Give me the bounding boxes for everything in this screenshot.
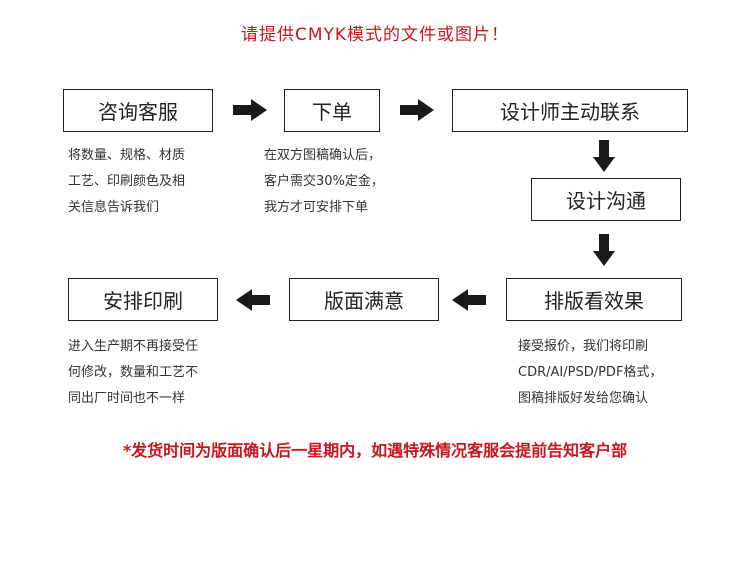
arrow-down-icon bbox=[593, 140, 615, 172]
arrow-left-icon bbox=[236, 289, 270, 311]
step-order-label: 下单 bbox=[312, 100, 352, 124]
step-order-box: 下单 bbox=[284, 89, 380, 132]
top-note: 请提供CMYK模式的文件或图片！ bbox=[240, 25, 510, 45]
arrow-right-icon bbox=[400, 99, 434, 121]
step-designer-contact-box: 设计师主动联系 bbox=[452, 89, 688, 132]
step-design-communicate-box: 设计沟通 bbox=[531, 178, 681, 221]
step-arrange-print-box: 安排印刷 bbox=[68, 278, 218, 321]
step-layout-effect-box: 排版看效果 bbox=[506, 278, 682, 321]
step-arrange-print-desc: 进入生产期不再接受任 何修改，数量和工艺不 同出厂时间也不一样 bbox=[68, 339, 199, 406]
step-layout-satisfied-label: 版面满意 bbox=[324, 289, 404, 313]
step-layout-effect-desc: 接受报价，我们将印刷 CDR/AI/PSD/PDF格式， 图稿排版好发给您确认 bbox=[518, 339, 663, 406]
step-designer-contact-label: 设计师主动联系 bbox=[500, 100, 640, 124]
arrow-down-icon bbox=[593, 234, 615, 266]
arrow-right-icon bbox=[233, 99, 267, 121]
step-consult-box: 咨询客服 bbox=[63, 89, 213, 132]
step-order-desc: 在双方图稿确认后， 客户需交30%定金， 我方才可安排下单 bbox=[264, 148, 384, 215]
step-design-communicate-label: 设计沟通 bbox=[566, 189, 646, 213]
step-arrange-print-label: 安排印刷 bbox=[103, 289, 183, 313]
bottom-note: *发货时间为版面确认后一星期内，如遇特殊情况客服会提前告知客户部 bbox=[122, 441, 628, 460]
arrow-left-icon bbox=[452, 289, 486, 311]
step-layout-satisfied-box: 版面满意 bbox=[289, 278, 439, 321]
step-layout-effect-label: 排版看效果 bbox=[544, 289, 644, 313]
step-consult-desc: 将数量、规格、材质 工艺、印刷颜色及相 关信息告诉我们 bbox=[68, 148, 186, 215]
step-consult-label: 咨询客服 bbox=[98, 100, 178, 124]
